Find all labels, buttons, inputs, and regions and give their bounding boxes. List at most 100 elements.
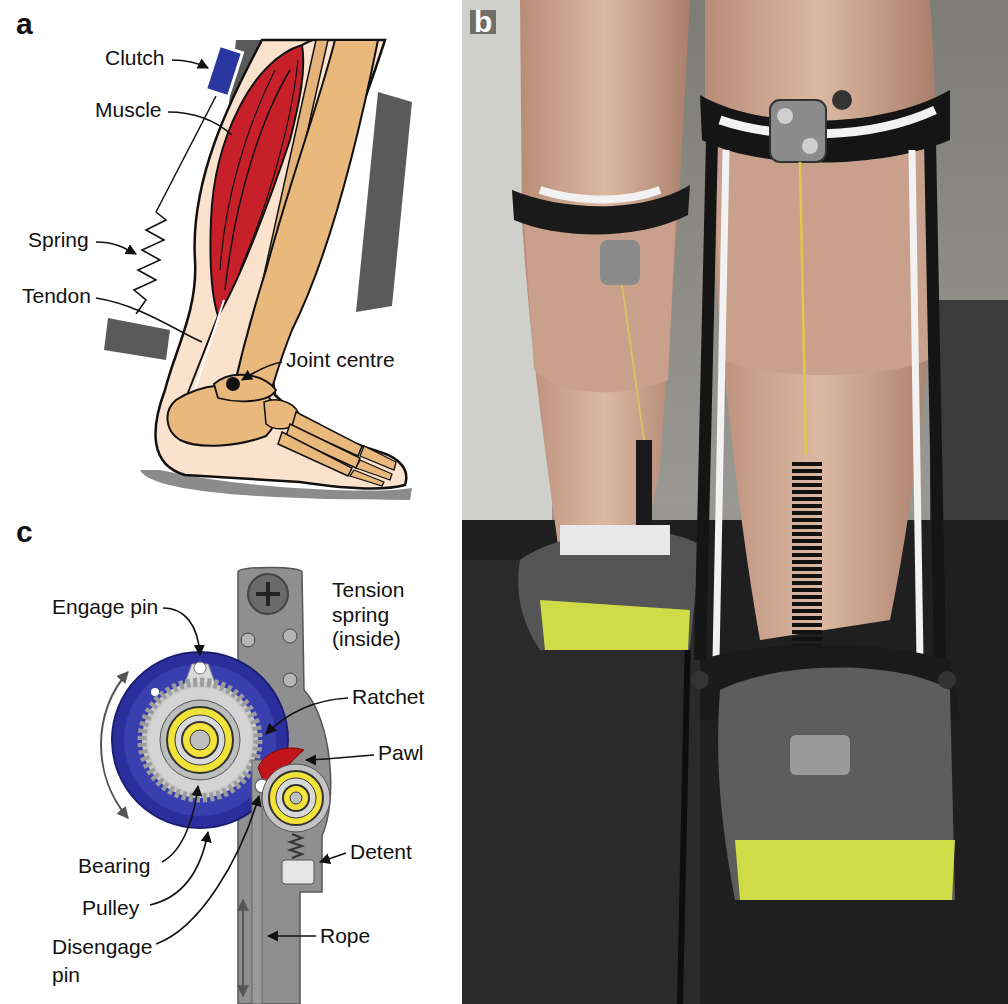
clutch-mechanism: [101, 672, 128, 818]
leg-illustration: [134, 212, 166, 314]
part-label: Tendon: [22, 284, 91, 308]
clutch-mechanism: [238, 568, 331, 1004]
clutch-mechanism: [194, 662, 206, 674]
leg-illustration: [104, 318, 170, 360]
clutch-mechanism: [190, 730, 210, 750]
leg-illustration: [220, 70, 275, 270]
part-label: Pulley: [82, 896, 139, 920]
photo-panel: [462, 0, 1008, 1004]
part-label: Joint centre: [286, 348, 395, 372]
leg-illustration: [302, 40, 312, 45]
panel-letter: b: [470, 10, 496, 34]
leader-line: [96, 60, 282, 380]
panel-letter: a: [16, 12, 33, 36]
clutch-mechanism: [266, 582, 270, 606]
clutch-mechanism: [167, 707, 233, 773]
leader-line: [96, 242, 136, 254]
clutch-mechanism: [290, 834, 302, 858]
photo-panel: [700, 140, 712, 660]
photo-panel: [792, 462, 822, 662]
leader-line: [150, 608, 374, 944]
leader-line: [266, 698, 348, 734]
clutch-mechanism: [175, 715, 225, 765]
part-label: Muscle: [95, 98, 162, 122]
photo-panel: [720, 110, 935, 134]
photo-panel: [735, 840, 955, 900]
photo-panel: [524, 215, 676, 392]
leader-line: [242, 362, 282, 380]
leader-line: [172, 60, 208, 68]
photo-panel: [790, 735, 850, 775]
leg-illustration: [232, 40, 378, 396]
photo-panel: [912, 150, 920, 660]
leader-line: [162, 786, 198, 862]
leader-line: [306, 755, 374, 760]
photo-panel: [832, 90, 852, 110]
leader-line: [268, 935, 316, 937]
leader-line: [168, 112, 232, 135]
part-label: Pawl: [378, 741, 424, 765]
clutch-mechanism: [242, 900, 244, 996]
panel-letter: c: [16, 520, 33, 544]
clutch-mechanism: [182, 722, 218, 758]
leader-line: [320, 853, 346, 862]
photo-panel: [462, 560, 700, 1004]
photo-panel: [800, 162, 806, 455]
clutch-mechanism: [262, 764, 330, 832]
leader-line: [96, 298, 202, 342]
leader-line: [156, 796, 259, 944]
photo-panel: [636, 440, 652, 530]
photo-panel: [560, 525, 670, 555]
photo-panel: [520, 0, 690, 560]
photo-panel: [512, 185, 690, 234]
part-label: Clutch: [105, 46, 165, 70]
clutch-mechanism: [283, 673, 297, 687]
photo-panel: [938, 671, 956, 689]
clutch-mechanism: [282, 860, 314, 884]
photo-panel: [777, 108, 793, 124]
photo-panel: [540, 190, 660, 199]
photo-panel: [802, 138, 818, 154]
clutch-mechanism: [160, 700, 240, 780]
part-label: Rope: [320, 924, 370, 948]
leg-illustration: [356, 92, 412, 312]
photo-panel: [716, 150, 726, 660]
clutch-mechanism: [148, 688, 252, 792]
clutch-mechanism: [241, 633, 255, 647]
part-label: Detent: [350, 840, 412, 864]
clutch-mechanism: [290, 792, 302, 804]
clutch-mechanism: [151, 688, 159, 696]
photo-panel: [462, 520, 1008, 1004]
photo-panel: [462, 0, 1008, 1004]
photo-panel: [770, 100, 826, 162]
leg-illustration: [226, 377, 240, 391]
photo-panel: [718, 668, 955, 901]
part-label: Ratchet: [352, 685, 424, 709]
clutch-mechanism: [283, 629, 297, 643]
leg-illustration: [205, 45, 242, 96]
leg-illustration: [278, 432, 352, 476]
clutch-mechanism: [276, 778, 316, 818]
photo-panel: [691, 671, 709, 689]
part-label: Bearing: [78, 854, 150, 878]
clutch-mechanism: [269, 771, 323, 825]
part-label: Disengage pin: [52, 933, 164, 989]
photo-panel: [930, 140, 940, 660]
photo-panel: [712, 140, 934, 375]
photo-panel: [540, 600, 690, 650]
part-label: Engage pin: [52, 595, 158, 619]
clutch-mechanism: [248, 574, 288, 614]
photo-panel: [705, 0, 936, 640]
photo-panel: [622, 285, 644, 440]
photo-panel: [600, 240, 640, 285]
leader-line: [163, 608, 200, 655]
part-label: Spring: [28, 228, 89, 252]
clutch-mechanism: [252, 760, 262, 1004]
clutch-mechanism: [142, 682, 258, 798]
leader-line: [150, 832, 208, 905]
clutch-mechanism: [283, 785, 309, 811]
leg-illustration: [350, 470, 384, 486]
